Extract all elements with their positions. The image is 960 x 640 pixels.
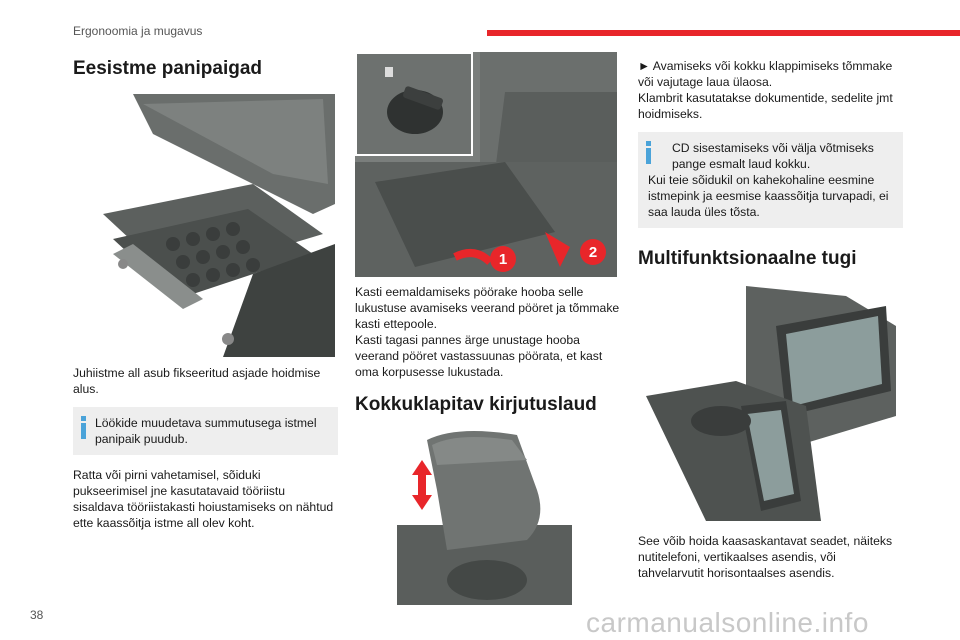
callout-2: 2 — [545, 232, 606, 267]
folding-desk-illustration — [397, 430, 620, 605]
clip-text: Klambrit kasutatakse dokumentide, sedeli… — [638, 91, 893, 121]
column-desk: ► Avamiseks või kokku klappimiseks tõmma… — [638, 58, 903, 581]
info-icon — [646, 141, 652, 164]
toolbox-text: Ratta või pirni vahetamisel, sõiduki puk… — [73, 468, 334, 530]
column-box: 1 2 Kasti eemaldamiseks pöörake hooba se… — [355, 52, 620, 605]
header-accent-bar — [487, 30, 960, 36]
svg-text:2: 2 — [589, 244, 597, 261]
info-icon — [81, 416, 87, 439]
box-removal-illustration: 1 2 — [355, 52, 620, 277]
info-text-cd: CD sisestamiseks või välja võtmiseks pan… — [672, 141, 874, 171]
box-removal-text: Kasti eemaldamiseks pöörake hooba selle … — [355, 285, 620, 331]
page-number: 38 — [30, 608, 44, 622]
heading-folding-desk: Kokkuklapitav kirjutuslaud — [355, 394, 597, 415]
seat-storage-caption: Juhiistme all asub fikseeritud asjade ho… — [73, 366, 321, 396]
device-holder-illustration — [646, 286, 903, 521]
callout-1: 1 — [453, 246, 516, 272]
info-box-desk: CD sisestamiseks või välja võtmiseks pan… — [638, 132, 903, 228]
watermark-text: carmanualsonline.info — [586, 607, 869, 638]
device-holder-caption: See võib hoida kaasaskantavat seadet, nä… — [638, 534, 893, 580]
heading-multifunction-support: Multifunktsionaalne tugi — [638, 248, 857, 269]
info-text-seat: Löökide muudetava summutusega istmel pan… — [95, 416, 317, 446]
svg-text:1: 1 — [499, 251, 507, 268]
column-seat-storage: Eesistme panipaigad Juhiistme all asub f… — [73, 58, 338, 531]
heading-seat-storage: Eesistme panipaigad — [73, 58, 263, 79]
double-arrow-icon — [412, 460, 432, 510]
box-insert-text: Kasti tagasi pannes ärge unustage hooba … — [355, 333, 603, 379]
desk-open-text: ► Avamiseks või kokku klappimiseks tõmma… — [638, 59, 893, 89]
seat-tray-illustration — [73, 94, 338, 357]
section-label: Ergonoomia ja mugavus — [73, 24, 203, 38]
info-box-seat: Löökide muudetava summutusega istmel pan… — [73, 407, 338, 455]
info-text-airbag: Kui teie sõidukil on kahekohaline eesmin… — [648, 173, 889, 219]
